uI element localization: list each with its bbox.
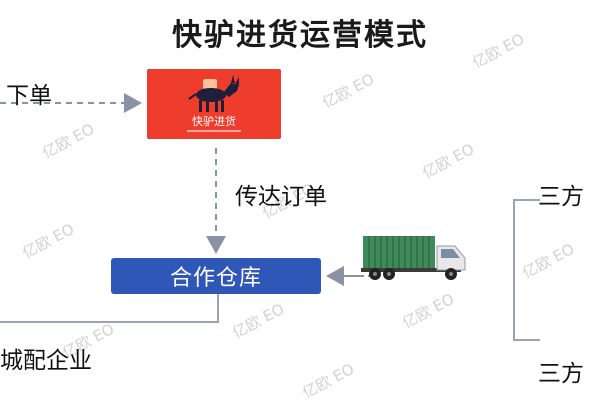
transmit-order-label: 传达订单 — [235, 184, 327, 210]
donkey-icon — [188, 75, 239, 112]
city-delivery-label: 城配企业 — [0, 348, 92, 374]
order-label: 下单 — [6, 83, 52, 109]
warehouse-to-city — [0, 294, 219, 323]
truck-icon — [361, 236, 466, 280]
logo-subline — [187, 130, 241, 132]
third-party-label-top: 三方 — [538, 184, 584, 210]
third-party-bracket — [513, 199, 540, 341]
third-party-label-bottom: 三方 — [538, 361, 584, 387]
diagram-title: 快驴进货运营模式 — [172, 18, 428, 53]
kuailv-logo: 快驴进货 — [147, 69, 281, 139]
logo-text: 快驴进货 — [192, 115, 236, 128]
warehouse-node: 合作仓库 — [111, 258, 321, 294]
